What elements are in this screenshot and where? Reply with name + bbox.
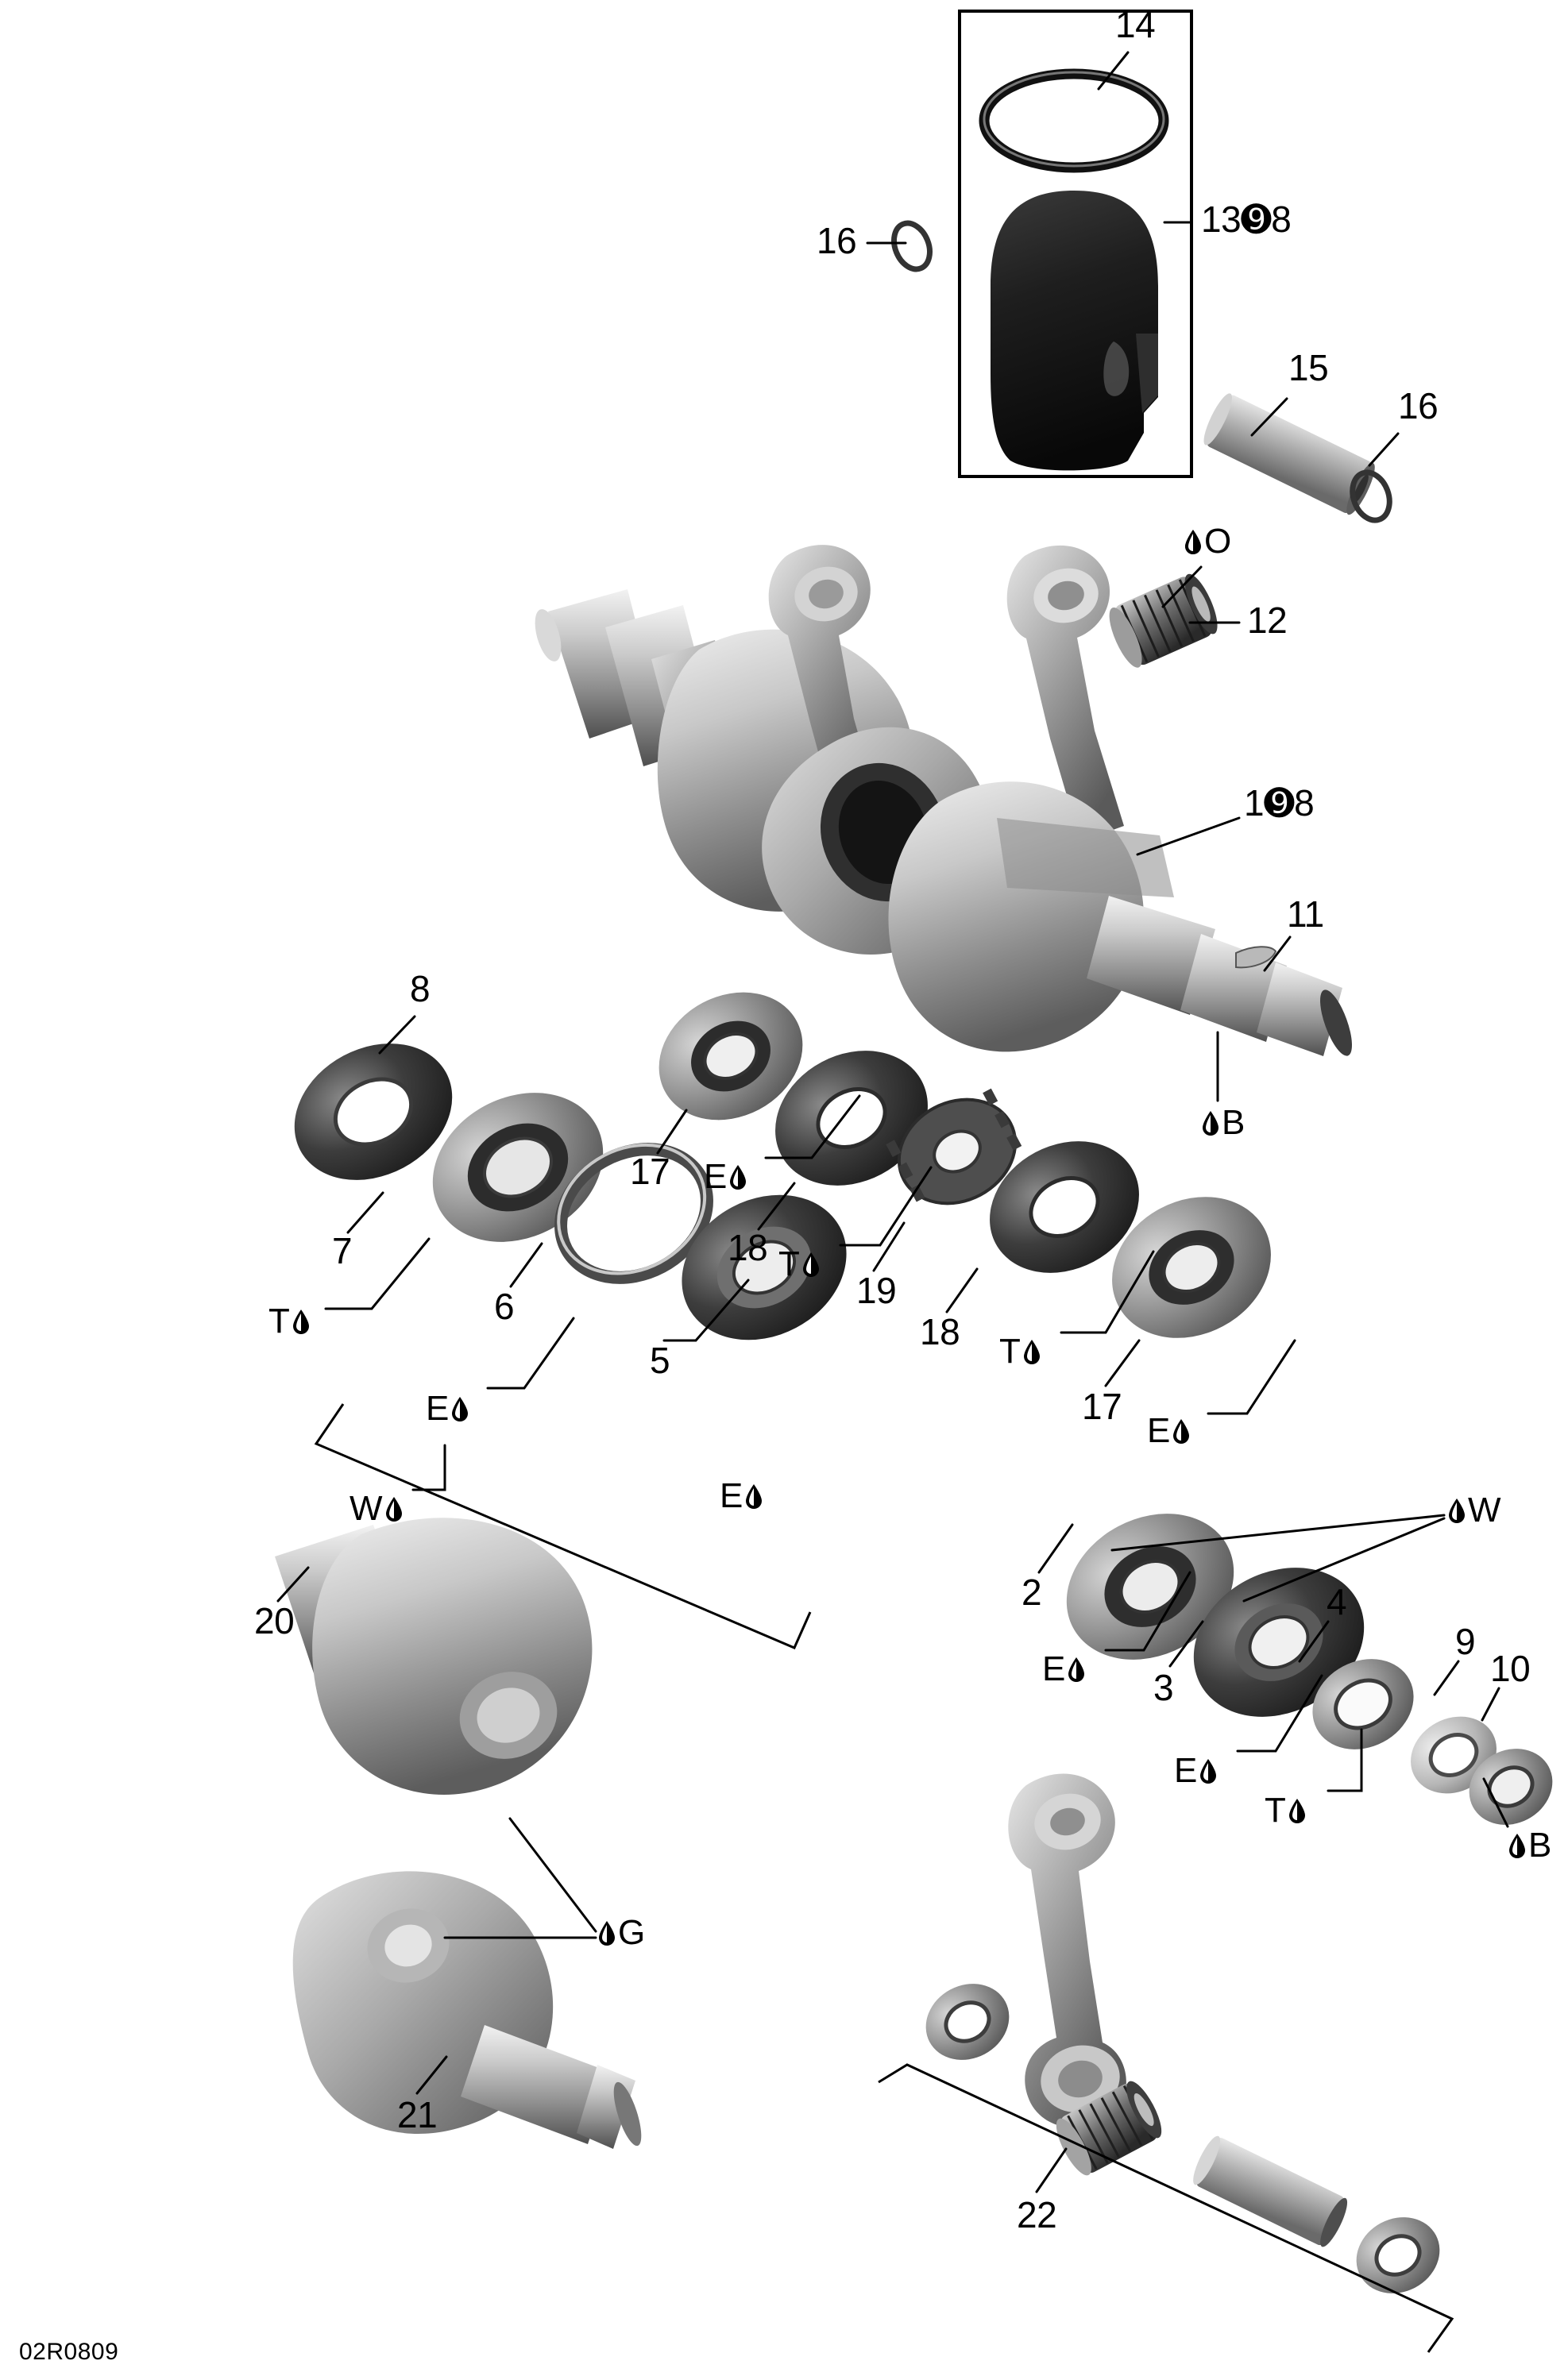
oil-drop-icon [1022,1339,1041,1364]
oil-drop-icon [1172,1418,1191,1444]
fluid-letter: O [1204,522,1232,561]
callout-7: 7 [332,1230,353,1271]
oil-drop-icon [1199,1758,1218,1784]
fluid-letter: B [1222,1103,1246,1142]
fluid-mark-O: O [1184,524,1231,559]
fluid-letter: E [1042,1649,1066,1688]
oil-drop-icon [1447,1498,1466,1523]
callout-19: 19 [856,1270,897,1311]
oil-drop-icon [384,1496,404,1522]
fluid-mark-E-bearing3: E [1174,1753,1218,1788]
fluid-mark-T-washer18b: T [999,1334,1041,1369]
callout-8: 8 [410,968,431,1009]
callout-20: 20 [254,1600,295,1641]
callout-3: 3 [1153,1667,1174,1708]
drawing-code: 02R0809 [19,2339,119,2365]
callout-10: 10 [1490,1648,1531,1689]
callout-16-right: 16 [1398,385,1439,426]
fluid-letter: B [1528,1826,1552,1865]
oil-drop-icon [728,1164,747,1190]
oil-drop-icon [597,1920,616,1946]
fluid-mark-T-washer18a: T [778,1247,821,1282]
fluid-mark-T-seal8: T [268,1304,311,1339]
fluid-letter: W [1468,1491,1501,1529]
callout-22: 22 [1017,2194,1057,2235]
fluid-mark-E-bearing7: E [426,1391,469,1426]
fluid-mark-B-nut: B [1508,1828,1551,1863]
callout-5: 5 [650,1340,670,1381]
callout-14: 14 [1115,4,1156,45]
fluid-letter: W [350,1489,383,1528]
fluid-mark-E-bearing5: E [720,1479,763,1514]
fluid-mark-E-bearing2: E [1042,1652,1086,1687]
fluid-letter: E [1174,1751,1198,1790]
fluid-mark-W-right-group: W [1447,1493,1501,1528]
oil-drop-icon [292,1309,311,1334]
callout-17-left: 17 [630,1151,670,1192]
fluid-letter: T [268,1302,290,1340]
fluid-mark-E-bearing17b: E [1147,1414,1191,1448]
fluid-mark-W-left-group: W [350,1491,404,1526]
oil-drop-icon [1067,1657,1086,1682]
callout-18-right: 18 [920,1311,960,1352]
callout-9: 9 [1455,1621,1476,1662]
fluid-letter: E [426,1389,450,1428]
oil-drop-icon [1201,1110,1220,1136]
oil-drop-icon [1184,529,1203,554]
oil-drop-icon [1508,1833,1527,1858]
callout-4: 4 [1327,1581,1347,1622]
callout-6: 6 [494,1286,515,1327]
fluid-letter: T [999,1332,1021,1371]
callout-18-left: 18 [728,1227,768,1268]
fluid-letter: E [1147,1411,1171,1450]
fluid-mark-T-washer4: T [1265,1793,1307,1828]
fluid-letter: E [720,1476,743,1515]
callout-15: 15 [1288,347,1329,388]
fluid-mark-E-bearing17a: E [704,1159,747,1194]
oil-drop-icon [1288,1798,1307,1823]
fluid-letter: E [704,1157,728,1196]
callout-11: 11 [1287,893,1324,935]
fluid-mark-G-crank-halves: G [597,1915,645,1950]
fluid-letter: T [1265,1791,1286,1830]
callout-16-left: 16 [817,220,857,261]
fluid-letter: G [618,1913,646,1952]
oil-drop-icon [801,1252,821,1277]
callout-2: 2 [1022,1572,1042,1613]
callout-13-14: 13➒8 [1201,199,1292,240]
callout-1-8: 1➒8 [1244,782,1315,824]
fluid-mark-B-crankshaft: B [1201,1105,1245,1140]
callout-12: 12 [1247,600,1288,641]
fluid-letter: T [778,1244,800,1283]
callout-21: 21 [397,2094,438,2135]
oil-drop-icon [744,1483,763,1509]
oil-drop-icon [450,1396,469,1421]
callout-17-right: 17 [1082,1386,1122,1427]
